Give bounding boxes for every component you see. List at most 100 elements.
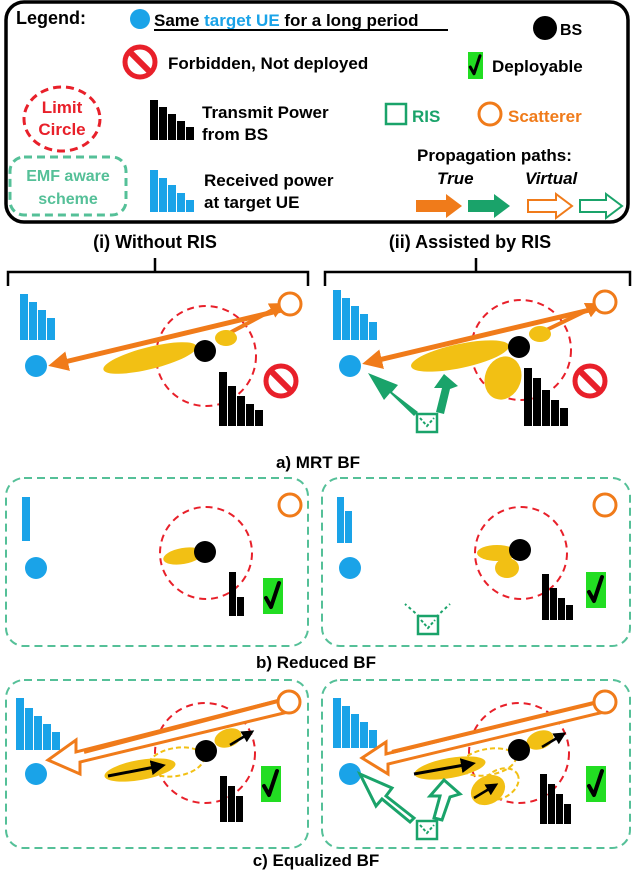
panel-c-left <box>16 689 302 822</box>
target-ue <box>25 557 47 579</box>
true-path-orange-arrow <box>416 194 462 218</box>
deployable-icon <box>259 764 283 804</box>
tx-power-bars <box>542 574 573 620</box>
deployable-icon <box>584 764 608 804</box>
emf-scheme-frame-b-right <box>321 477 631 647</box>
rx-power-bars <box>333 698 377 748</box>
beam-direction <box>541 732 567 749</box>
true-path-green-arrow <box>468 194 510 218</box>
tx-power-bars <box>220 776 243 822</box>
rx-power-bars <box>337 497 352 543</box>
caption-a: a) MRT BF <box>276 453 360 472</box>
legend-emf-line2: scheme <box>38 191 98 208</box>
virtual-ris-reflection-arrow <box>426 777 464 822</box>
legend-emf-line1: EMF aware <box>26 168 110 185</box>
target-ue <box>25 763 47 785</box>
forbidden-icon <box>266 366 296 396</box>
tx-power-icon <box>150 100 194 140</box>
beam-direction <box>107 760 166 778</box>
target-ue <box>339 763 361 785</box>
bs-node <box>195 740 217 762</box>
tx-power-bars <box>219 372 263 426</box>
legend-title: Legend: <box>16 8 86 28</box>
rx-power-bars <box>22 497 30 541</box>
legend-ris-label: RIS <box>412 107 440 126</box>
panel-b-left <box>22 492 303 616</box>
ris-reflection-arrow <box>434 374 458 414</box>
tx-power-bars <box>540 774 571 824</box>
legend-virtual-label: Virtual <box>525 169 579 188</box>
legend-target-text: Same target UE for a long period <box>154 11 419 30</box>
beam-direction <box>473 783 499 800</box>
legend-paths-title: Propagation paths: <box>417 146 572 165</box>
scatterer-icon <box>477 101 503 127</box>
column-header-with-ris: (ii) Assisted by RIS <box>389 232 551 252</box>
bs-node <box>508 336 530 358</box>
bs-node <box>194 541 216 563</box>
limit-circle <box>154 702 256 804</box>
emf-scheme-frame-c-right <box>321 679 631 849</box>
bs-node <box>508 739 530 761</box>
target-ue <box>339 355 361 377</box>
deployable-icon <box>261 576 285 616</box>
panel-b-right <box>337 492 618 636</box>
legend-tx-line1: Transmit Power <box>202 103 329 122</box>
deployable-icon <box>584 570 608 610</box>
virtual-propagation-path <box>44 698 291 777</box>
emf-scheme-frame-b-left <box>5 477 309 647</box>
ue-icon <box>130 9 150 29</box>
propagation-path <box>391 700 599 754</box>
column-header-without-ris: (i) Without RIS <box>93 232 217 252</box>
caption-b: b) Reduced BF <box>256 653 376 672</box>
legend-panel: Legend: Same target UE for a long period… <box>4 0 630 224</box>
deployable-icon <box>466 50 485 81</box>
rx-power-icon <box>150 170 194 212</box>
beam-lobe <box>411 340 509 372</box>
beam-lobe <box>495 558 519 578</box>
caption-c: c) Equalized BF <box>253 851 380 870</box>
panel-a-left <box>20 291 303 426</box>
forbidden-icon <box>575 366 605 396</box>
limit-circle <box>159 506 253 600</box>
virtual-path-green-arrow <box>579 192 624 220</box>
legend-limit-line2: Circle <box>38 120 85 139</box>
scatterer <box>592 289 618 315</box>
ris-element <box>416 614 440 636</box>
legend-rx-line1: Received power <box>204 171 334 190</box>
right-bracket <box>323 258 632 286</box>
propagation-path <box>83 698 283 754</box>
legend-limit-line1: Limit <box>42 98 83 117</box>
rx-power-bars <box>20 294 55 340</box>
beam-lobe <box>163 547 203 565</box>
beam-lobe <box>103 342 197 374</box>
tx-power-bars <box>524 368 568 426</box>
panel-c-right <box>333 689 618 841</box>
propagation-path <box>362 305 599 369</box>
beam-lobe <box>484 356 522 400</box>
beam-lobe <box>529 326 551 342</box>
legend-true-label: True <box>437 169 474 188</box>
limit-circle <box>468 702 570 804</box>
forbidden-icon <box>125 47 155 77</box>
panel-a-right <box>333 289 618 434</box>
legend-scatterer-label: Scatterer <box>508 107 582 126</box>
scatterer <box>276 689 302 715</box>
legend-deployable-label: Deployable <box>492 57 583 76</box>
legend-bs-label: BS <box>560 22 583 39</box>
beam-direction <box>229 730 255 747</box>
target-ue <box>339 557 361 579</box>
propagation-path <box>48 307 283 371</box>
emf-scheme-icon <box>8 155 128 217</box>
bs-node <box>194 340 216 362</box>
legend-tx-line2: from BS <box>202 125 268 144</box>
virtual-path-orange-arrow <box>527 192 574 220</box>
ris-element <box>415 412 439 434</box>
beam-direction <box>413 758 476 776</box>
virtual-ris-reflection-arrow <box>356 770 417 825</box>
bs-node <box>509 539 531 561</box>
beam-lobe <box>477 545 517 561</box>
ris-element <box>415 819 439 841</box>
limit-circle <box>474 506 568 600</box>
left-bracket <box>6 258 310 286</box>
